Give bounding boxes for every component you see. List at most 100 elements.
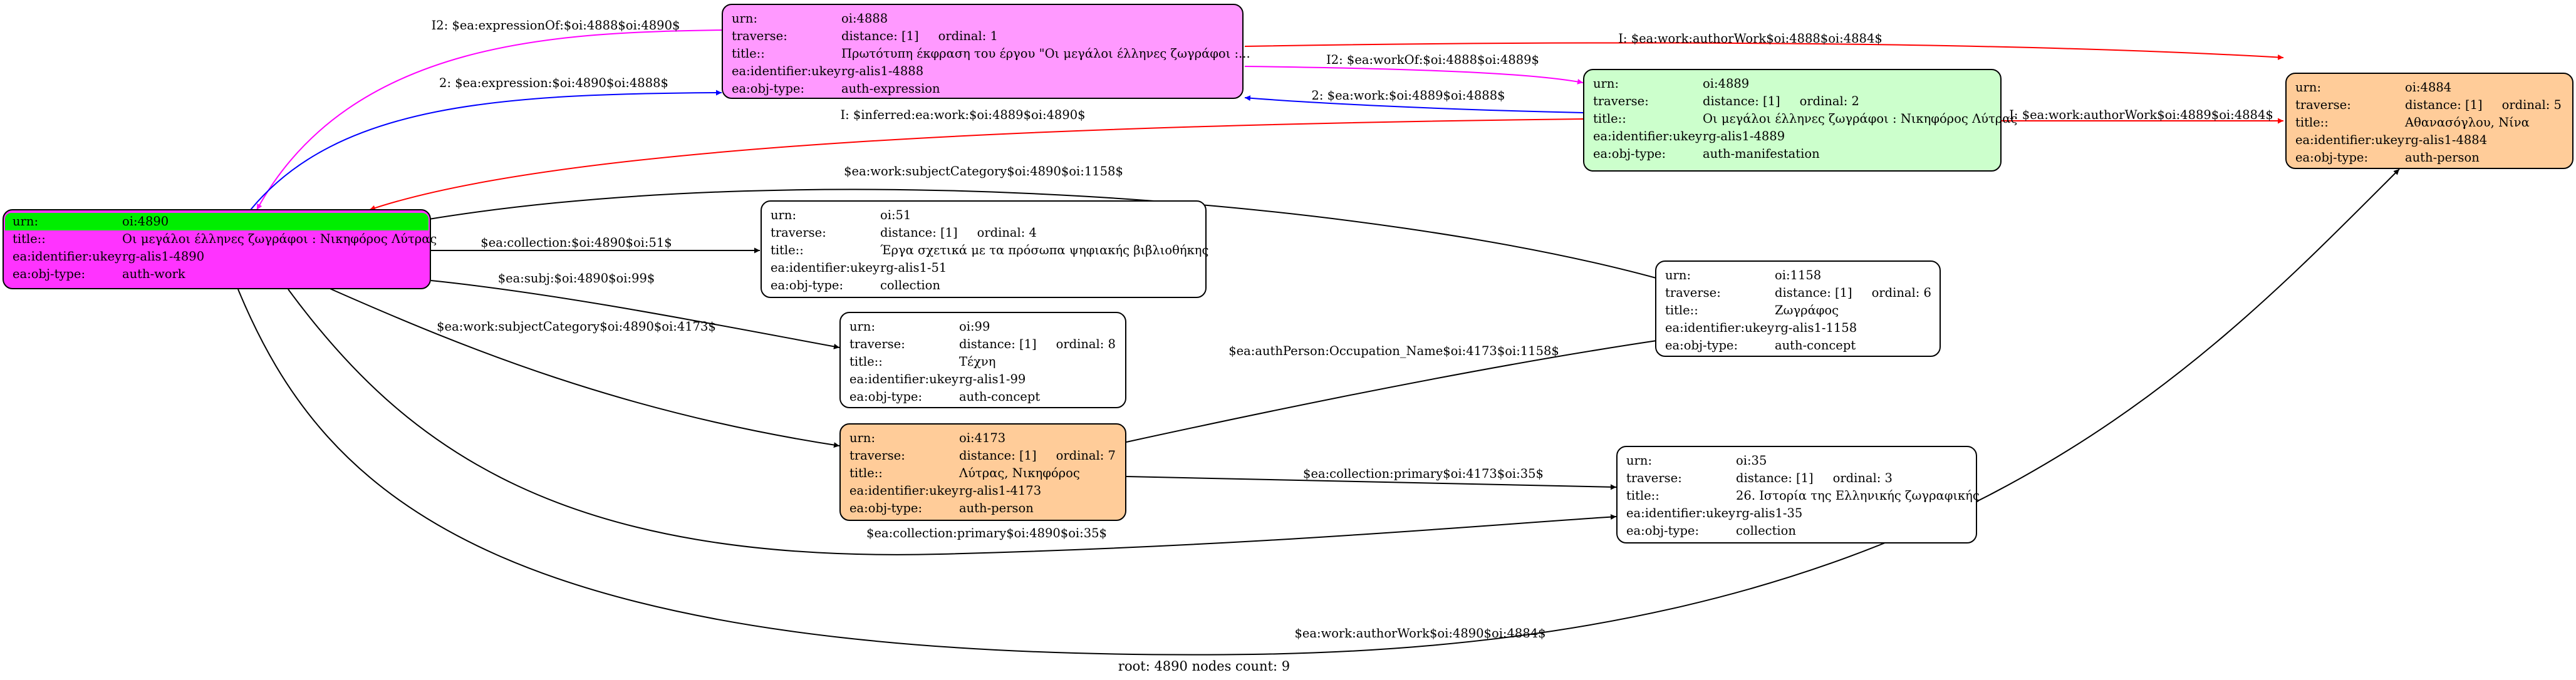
traverse-label: traverse:	[732, 29, 787, 43]
urn-label: urn:	[771, 208, 797, 222]
node-oi-51[interactable]: urn: oi:51 traverse: distance: [1] ordinal…	[761, 200, 1208, 298]
objtype-value: collection	[1736, 523, 1796, 538]
edge-subjectcategory-4890-4173	[325, 286, 840, 448]
traverse-value: distance: [1] ordinal: 4	[880, 225, 1037, 240]
traverse-label: traverse:	[2295, 98, 2351, 112]
traverse-label: traverse:	[1626, 471, 1682, 485]
urn-value: oi:1158	[1775, 268, 1822, 282]
objtype-label: ea:obj-type:	[2295, 150, 2369, 165]
title-label: title::	[1665, 303, 1698, 317]
edge-occupation-4173-1158	[1126, 337, 1666, 443]
objtype-label: ea:obj-type:	[1593, 147, 1666, 161]
urn-label: urn:	[13, 214, 39, 229]
objtype-value: auth-concept	[959, 389, 1041, 404]
edge-label-subj-4890-99: $ea:subj:$oi:4890$oi:99$	[497, 271, 655, 286]
urn-value: oi:4173	[959, 431, 1006, 445]
traverse-value: distance: [1] ordinal: 3	[1736, 471, 1893, 485]
title-value: Πρωτότυπη έκφραση του έργου "Οι μεγάλοι …	[841, 46, 1250, 61]
ukey-label: ea:identifier:ukey	[1626, 506, 1735, 520]
node-oi-4890-root[interactable]: urn: oi:4890 title::Οι μεγάλοι έλληνες ζω…	[3, 209, 437, 289]
traverse-value: distance: [1] ordinal: 2	[1703, 94, 1859, 108]
edge-workof-4888-4889	[1244, 66, 1584, 85]
urn-value: oi:4884	[2405, 80, 2452, 95]
title-value: Αθανασόγλου, Νίνα	[2405, 115, 2530, 130]
traverse-value: distance: [1] ordinal: 6	[1775, 286, 1931, 300]
objtype-value: collection	[880, 278, 940, 292]
node-oi-4889[interactable]: urn: oi:4889 traverse: distance: [1] ordin…	[1583, 69, 2017, 172]
urn-value: oi:35	[1736, 453, 1767, 468]
title-label: title::	[849, 354, 883, 369]
node-oi-35[interactable]: urn:oi:35 traverse:distance: [1] ordinal…	[1616, 446, 1980, 543]
urn-value: oi:4889	[1703, 76, 1750, 91]
edge-inferred-work-4889-4890	[369, 118, 1584, 211]
edge-label-collection-primary-4173-35: $ea:collection:primary$oi:4173$oi:35$	[1303, 466, 1544, 481]
title-label: title::	[849, 466, 883, 480]
title-label: title::	[2295, 115, 2329, 130]
edge-label-subjectcategory-4890-1158: $ea:work:subjectCategory$oi:4890$oi:1158…	[844, 164, 1123, 178]
urn-label: urn:	[2295, 80, 2322, 95]
node-oi-99[interactable]: urn: oi:99 traverse: distance: [1] ordinal…	[839, 312, 1126, 408]
ukey-label: ea:identifier:ukey	[13, 249, 122, 264]
ukey-value: rg-alis1-4888	[841, 64, 924, 78]
node-oi-1158[interactable]: urn:oi:1158 traverse:distance: [1] ordin…	[1655, 260, 1941, 357]
urn-value: oi:4890	[122, 214, 169, 229]
urn-value: oi:51	[880, 208, 911, 222]
edge-label-collection-primary-4890-35: $ea:collection:primary$oi:4890$oi:35$	[866, 526, 1107, 540]
ukey-label: ea:identifier:ukey	[2295, 133, 2404, 147]
urn-label: urn:	[849, 319, 876, 334]
edge-label-subjectcategory-4890-4173: $ea:work:subjectCategory$oi:4890$oi:4173…	[437, 319, 716, 334]
ukey-label: ea:identifier:ukey	[771, 260, 880, 275]
ukey-value: rg-alis1-51	[880, 260, 947, 275]
traverse-value: distance: [1] ordinal: 1	[841, 29, 998, 43]
node-oi-4884[interactable]: urn: oi:4884 traverse: distance: [1] ordin…	[2285, 73, 2573, 169]
title-value: 26. Ιστορία της Ελληνικής ζωγραφικής	[1736, 488, 1980, 503]
urn-value: oi:99	[959, 319, 990, 334]
edge-collection-primary-4890-35	[288, 289, 1617, 555]
ukey-label: ea:identifier:ukey	[1665, 321, 1774, 335]
title-value: Οι μεγάλοι έλληνες ζωγράφοι : Νικηφόρος …	[122, 232, 437, 246]
node-oi-4888[interactable]: urn:oi:4888 traverse:distance: [1] ordin…	[722, 4, 1250, 99]
ukey-value: rg-alis1-99	[959, 372, 1026, 386]
title-value: Ζωγράφος	[1775, 303, 1839, 317]
title-label: title::	[13, 232, 46, 246]
traverse-label: traverse:	[849, 448, 905, 463]
objtype-value: auth-expression	[841, 81, 940, 96]
edge-subjectcategory-4890-1158	[428, 188, 1666, 282]
urn-label: urn:	[1665, 268, 1691, 282]
graph-footer: root: 4890 nodes count: 9	[1118, 659, 1291, 674]
title-label: title::	[771, 243, 804, 257]
edge-expressionof-4888-4890	[256, 29, 722, 210]
title-label: title::	[1626, 488, 1659, 503]
objtype-value: auth-person	[2405, 150, 2480, 165]
edge-work-4889-4888	[1244, 95, 1584, 113]
objtype-label: ea:obj-type:	[1665, 338, 1738, 353]
edge-label-collection-4890-51: $ea:collection:$oi:4890$oi:51$	[480, 235, 672, 250]
ukey-value: rg-alis1-4884	[2405, 133, 2488, 147]
traverse-label: traverse:	[771, 225, 826, 240]
objtype-value: auth-concept	[1775, 338, 1856, 353]
title-label: title::	[1593, 111, 1626, 126]
edge-expression-4890-4888	[250, 90, 722, 210]
objtype-label: ea:obj-type:	[849, 389, 923, 404]
edge-label-occupation-4173-1158: $ea:authPerson:Occupation_Name$oi:4173$o…	[1228, 344, 1559, 358]
title-value: Λύτρας, Νικηφόρος	[959, 466, 1080, 480]
ukey-label: ea:identifier:ukey	[849, 372, 958, 386]
traverse-value: distance: [1] ordinal: 7	[959, 448, 1116, 463]
traverse-label: traverse:	[1593, 94, 1649, 108]
objtype-value: auth-manifestation	[1703, 147, 1820, 161]
traverse-value: distance: [1] ordinal: 5	[2405, 98, 2562, 112]
edge-label-inferred-work-4889-4890: I: $inferred:ea:work:$oi:4889$oi:4890$	[840, 108, 1086, 122]
edge-label-authorwork-4889-4884: I: $ea:work:authorWork$oi:4889$oi:4884$	[2009, 108, 2273, 122]
urn-label: urn:	[732, 11, 758, 26]
urn-label: urn:	[849, 431, 876, 445]
ukey-label: ea:identifier:ukey	[732, 64, 841, 78]
urn-label: urn:	[1593, 76, 1619, 91]
edge-collection-primary-4173-35	[1126, 476, 1617, 490]
node-oi-4173[interactable]: urn: oi:4173 traverse: distance: [1] ordin…	[839, 423, 1126, 521]
traverse-value: distance: [1] ordinal: 8	[959, 337, 1116, 351]
edge-label-work-4889-4888: 2: $ea:work:$oi:4889$oi:4888$	[1311, 88, 1505, 103]
edge-authorwork-4888-4884	[1244, 42, 2284, 60]
traverse-label: traverse:	[849, 337, 905, 351]
objtype-label: ea:obj-type:	[732, 81, 805, 96]
